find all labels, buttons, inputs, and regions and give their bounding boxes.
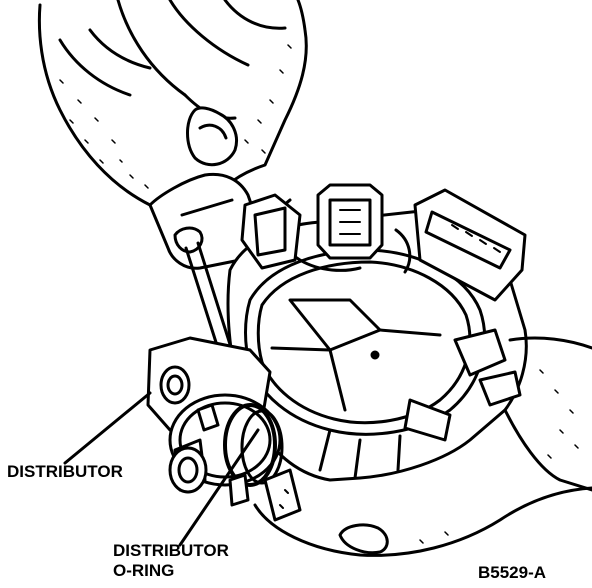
shaft-and-oring — [168, 393, 284, 507]
supporting-hand-shading — [419, 369, 579, 544]
label-oring-line2: O-RING — [113, 561, 175, 580]
hand-shading — [59, 44, 292, 189]
leader-distributor — [63, 391, 152, 465]
label-distributor: DISTRIBUTOR — [7, 462, 123, 481]
leader-oring — [178, 428, 260, 547]
o-ring — [223, 403, 277, 487]
label-oring-line1: DISTRIBUTOR — [113, 541, 229, 560]
label-distributor-oring: DISTRIBUTOR O-RING — [113, 541, 229, 581]
screwdriver — [148, 172, 262, 394]
hand — [37, 0, 308, 227]
figure-id: B5529-A — [478, 563, 547, 582]
distributor-body — [226, 183, 528, 482]
supporting-hand — [253, 336, 592, 557]
